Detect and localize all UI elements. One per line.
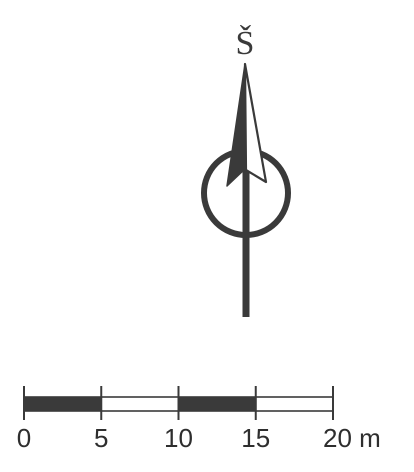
scale-segment-2 [177,396,257,412]
scale-tick-label-1: 5 [94,423,108,453]
scale-tick-label-0: 0 [17,423,31,453]
north-label: Š [236,24,255,62]
scale-segment-0 [23,396,103,412]
scale-segment-1 [100,396,180,412]
scale-bar: 0 5 10 15 20 m [17,386,381,453]
scale-tick-label-4: 20 m [323,423,381,453]
north-arrow-head-light [243,62,268,184]
scale-tick-label-3: 15 [241,423,270,453]
north-arrow: Š [201,24,291,317]
north-arrow-head-dark [226,63,247,187]
scale-tick-label-2: 10 [164,423,193,453]
scale-segment-3 [254,396,334,412]
